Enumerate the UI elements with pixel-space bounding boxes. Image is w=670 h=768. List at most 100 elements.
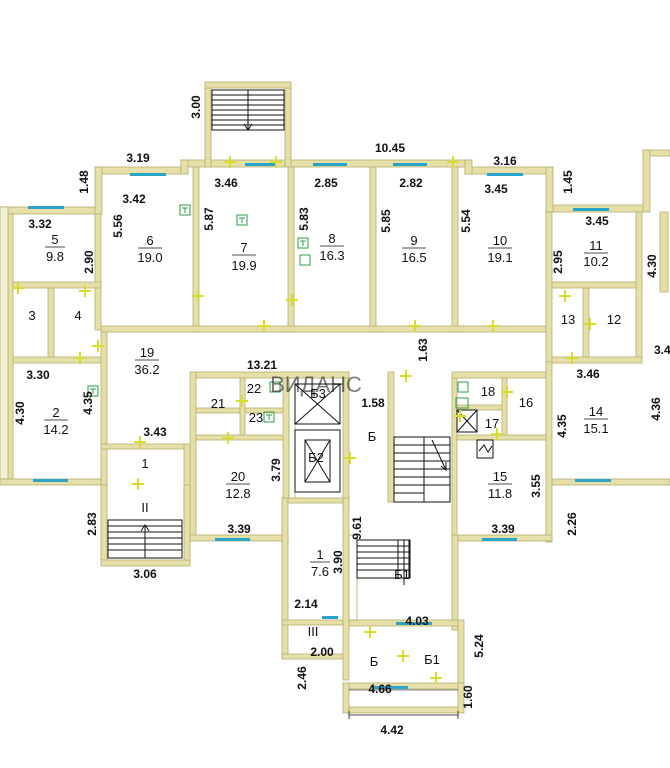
dimension-label: 5.56 (111, 214, 125, 238)
windows (28, 163, 611, 689)
dimension-label: 4.30 (13, 401, 27, 425)
dimension-label: 4.66 (368, 682, 392, 696)
dimension-label: 2.00 (310, 645, 334, 659)
room-number: 15 (493, 469, 507, 484)
room-number: 9 (410, 233, 417, 248)
room-number: 14 (589, 404, 603, 419)
room-areas: 9.8 19.0 19.9 16.3 16.5 19.1 10.2 36.2 1… (43, 248, 608, 579)
dimension-label: 3.16 (493, 154, 517, 168)
room-number: 20 (231, 469, 245, 484)
dimension-label: 3.46 (576, 367, 600, 381)
dimension-label: 4.35 (81, 391, 95, 415)
dimension-label: 2.82 (399, 176, 423, 190)
fixture-symbols (87, 204, 469, 423)
room-number: 23 (249, 410, 263, 425)
dimension-label: 4.35 (555, 414, 569, 438)
room-number: 4 (74, 308, 81, 323)
dimension-lines (348, 689, 459, 719)
room-number: 2 (52, 405, 59, 420)
dimension-label: 3.4 (654, 343, 670, 357)
room-area: 19.0 (137, 250, 162, 265)
dimension-label: 5.87 (202, 207, 216, 231)
room-number: 1 (141, 456, 148, 471)
dimension-label: 3.42 (122, 192, 146, 206)
room-area: 15.1 (583, 421, 608, 436)
dimension-label: 9.61 (350, 516, 364, 540)
room-number: 16 (519, 395, 533, 410)
dimension-label: 3.46 (214, 176, 238, 190)
room-area: 12.8 (225, 486, 250, 501)
dimension-label: 3.55 (529, 474, 543, 498)
room-area: 14.2 (43, 422, 68, 437)
room-number: 10 (493, 233, 507, 248)
door-markers (12, 156, 596, 684)
room-number: 5 (51, 232, 58, 247)
dimension-label: 2.95 (551, 250, 565, 274)
dimension-label: 3.43 (143, 425, 167, 439)
dimension-label: 5.85 (379, 209, 393, 233)
dimension-label: 3.39 (491, 522, 515, 536)
room-number: 3 (28, 308, 35, 323)
room-area: 19.9 (231, 258, 256, 273)
dimension-label: 10.45 (375, 141, 405, 155)
room-number: Б3 (310, 386, 326, 401)
dimension-label: 4.42 (380, 723, 404, 737)
dimension-label: 5.54 (459, 209, 473, 233)
dimension-label: 3.19 (126, 151, 150, 165)
room-number: 19 (140, 345, 154, 360)
room-number: 11 (589, 238, 603, 253)
room-number: 8 (328, 231, 335, 246)
room-area: 36.2 (134, 362, 159, 377)
dimension-label: 3.90 (331, 550, 345, 574)
room-number: 18 (481, 384, 495, 399)
dimension-label: 3.45 (585, 214, 609, 228)
room-area: 9.8 (46, 249, 64, 264)
room-number: Б (370, 654, 379, 669)
dimension-label: 5.24 (472, 634, 486, 658)
dimension-label: 1.58 (361, 396, 385, 410)
room-number: 12 (607, 312, 621, 327)
dimension-label: 3.45 (484, 182, 508, 196)
room-area: 7.6 (311, 564, 329, 579)
dimension-label: 3.06 (133, 567, 157, 581)
room-area: 10.2 (583, 254, 608, 269)
dimension-label: 4.03 (405, 614, 429, 628)
room-area: 16.5 (401, 250, 426, 265)
dimension-label: 5.83 (297, 207, 311, 231)
room-number: II (141, 500, 148, 515)
room-number: 7 (240, 240, 247, 255)
room-number: 1 (316, 547, 323, 562)
room-area: 11.8 (488, 486, 512, 501)
room-number: 21 (211, 396, 225, 411)
room-number: 6 (146, 233, 153, 248)
dimension-label: 2.85 (314, 176, 338, 190)
room-number: Б (368, 429, 377, 444)
dimension-label: 1.48 (77, 170, 91, 194)
watermark: ВИДАНС (270, 372, 362, 397)
staircases (107, 89, 494, 585)
dimension-label: 2.46 (295, 666, 309, 690)
room-number: 13 (561, 312, 575, 327)
area-underlines (44, 245, 608, 563)
dimension-label: 1.45 (561, 170, 575, 194)
room-numbers: 5 6 7 8 9 10 11 3 4 13 12 19 2 21 22 23 … (28, 231, 621, 669)
room-number: 17 (485, 416, 499, 431)
dimension-label: 3.79 (269, 458, 283, 482)
room-number: Б1 (424, 652, 440, 667)
dimension-labels: 3.00 10.45 1.48 3.19 3.16 1.45 3.42 3.46… (13, 95, 670, 737)
dimension-label: 3.30 (26, 368, 50, 382)
room-number: Б1 (394, 567, 410, 582)
dimension-label: 1.60 (461, 685, 475, 709)
dimension-label: 2.83 (85, 512, 99, 536)
dimension-label: 2.26 (565, 512, 579, 536)
dimension-label: 4.36 (649, 397, 663, 421)
room-area: 16.3 (319, 248, 344, 263)
room-area: 19.1 (487, 250, 512, 265)
dimension-label: 3.00 (189, 95, 203, 119)
dimension-label: 3.39 (227, 522, 251, 536)
room-number: 22 (247, 381, 261, 396)
dimension-label: 2.14 (294, 597, 318, 611)
dimension-label: 13.21 (247, 358, 277, 372)
